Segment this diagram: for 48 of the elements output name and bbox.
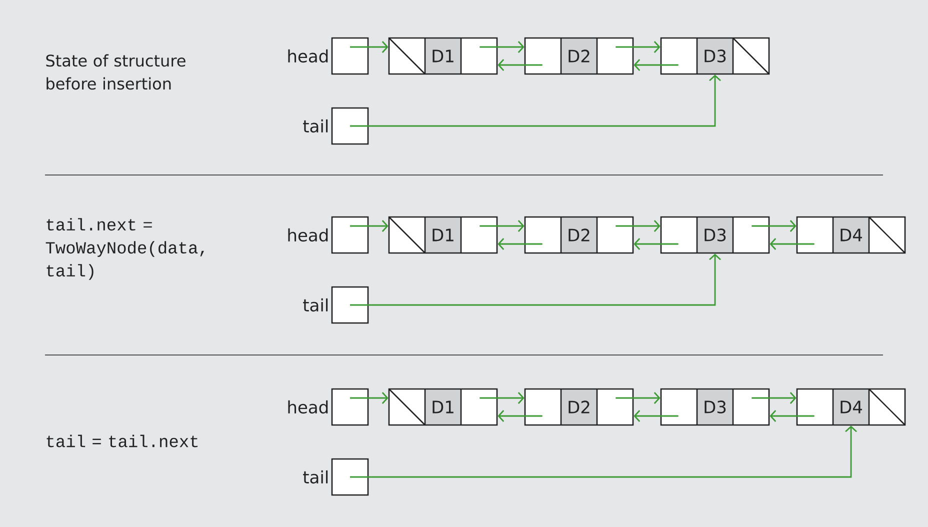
list-node: D3	[660, 37, 770, 75]
arrow	[350, 41, 388, 53]
pointer-label: head	[288, 49, 328, 63]
code-text: tail = tail.next	[46, 434, 198, 448]
arrow	[770, 238, 814, 250]
list-node: D2	[524, 216, 634, 254]
pointer-label: head	[288, 400, 328, 414]
list-node: D3	[660, 216, 770, 254]
list-node: D4	[796, 388, 906, 426]
pointer-box	[331, 216, 369, 254]
pointer-box	[331, 37, 369, 75]
arrow	[350, 220, 388, 232]
arrow	[634, 238, 678, 250]
pointer-label: tail	[303, 298, 328, 312]
arrow	[480, 220, 524, 232]
arrow	[498, 238, 542, 250]
arrow	[350, 74, 721, 127]
pointer-label: tail	[303, 119, 328, 133]
arrow	[634, 59, 678, 71]
arrow	[498, 59, 542, 71]
pointer-box	[331, 286, 369, 324]
arrow	[480, 392, 524, 404]
pointer-box	[331, 107, 369, 145]
pointer-label: tail	[303, 470, 328, 484]
arrow	[752, 392, 796, 404]
list-node: D2	[524, 388, 634, 426]
arrow	[350, 254, 721, 306]
pointer-box	[331, 458, 369, 496]
arrow	[616, 392, 660, 404]
arrow	[350, 392, 388, 404]
list-node: D1	[388, 37, 498, 75]
pointer-label: head	[288, 228, 328, 242]
list-node: D1	[388, 216, 498, 254]
list-node: D1	[388, 388, 498, 426]
arrow	[634, 410, 678, 422]
caption-text: State of structure before insertion	[46, 54, 186, 90]
arrow	[616, 220, 660, 232]
pointer-box	[331, 388, 369, 426]
arrow	[752, 220, 796, 232]
list-node: D4	[796, 216, 906, 254]
list-node: D3	[660, 388, 770, 426]
arrow	[770, 410, 814, 422]
arrow	[498, 410, 542, 422]
arrow	[480, 41, 524, 53]
list-node: D2	[524, 37, 634, 75]
arrow	[616, 41, 660, 53]
arrow	[350, 426, 857, 478]
code-text: tail.next = TwoWayNode(data, tail)	[46, 218, 204, 280]
